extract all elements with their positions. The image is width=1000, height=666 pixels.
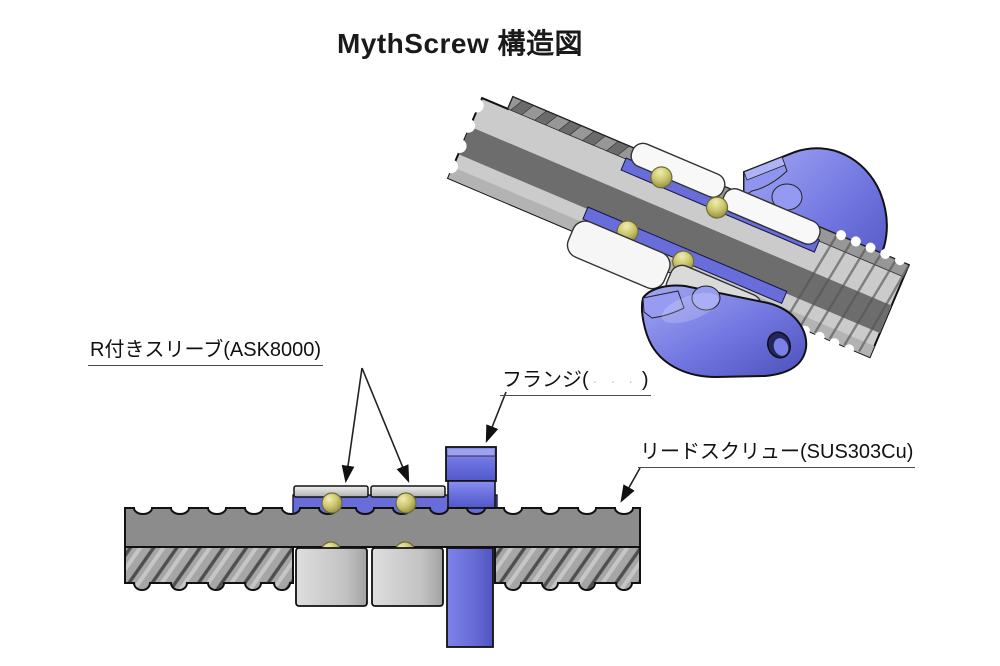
flange-section-top: [445, 446, 497, 509]
ball: [321, 492, 343, 514]
thread-grooves: [510, 100, 630, 156]
flange-bottom-half: [641, 284, 808, 379]
label-flange-prefix: フランジ(: [502, 369, 589, 391]
flange-section-bottom: [446, 547, 494, 648]
leader-arrow-sleeve-1: [341, 367, 363, 484]
iso-view: [444, 95, 911, 379]
sleeve-box-2: [371, 547, 444, 607]
sleeve-upper-2: [721, 188, 821, 245]
ball: [650, 166, 673, 189]
label-sleeve-text: R付きスリーブ(ASK8000): [90, 339, 322, 361]
leader-arrow-sleeve-2: [361, 367, 410, 483]
label-flange: フランジ(· · ·): [500, 363, 651, 396]
label-flange-erased-text: · · ·: [592, 374, 638, 389]
section-view: [124, 446, 641, 648]
thread-texture-right: [784, 234, 910, 353]
lead-screw-section-threads: [124, 546, 641, 591]
ball: [705, 196, 729, 219]
ball: [395, 492, 417, 514]
sleeve-lower-1: [566, 220, 671, 290]
sleeve-upper-1: [630, 142, 726, 198]
label-sleeve: R付きスリーブ(ASK8000): [88, 333, 324, 366]
lead-screw-section-top: [124, 507, 641, 548]
leader-arrow-flange: [485, 391, 507, 443]
label-flange-suffix: ): [641, 369, 649, 391]
page-title: MythScrew 構造図: [336, 28, 584, 59]
label-lead-screw: リードスクリュー(SUS303Cu): [638, 435, 916, 468]
leader-arrow-lead-screw: [620, 467, 641, 503]
leader-lines: [341, 367, 641, 503]
label-lead-screw-text: リードスクリュー(SUS303Cu): [640, 441, 914, 463]
sleeve-box-1: [295, 547, 368, 607]
